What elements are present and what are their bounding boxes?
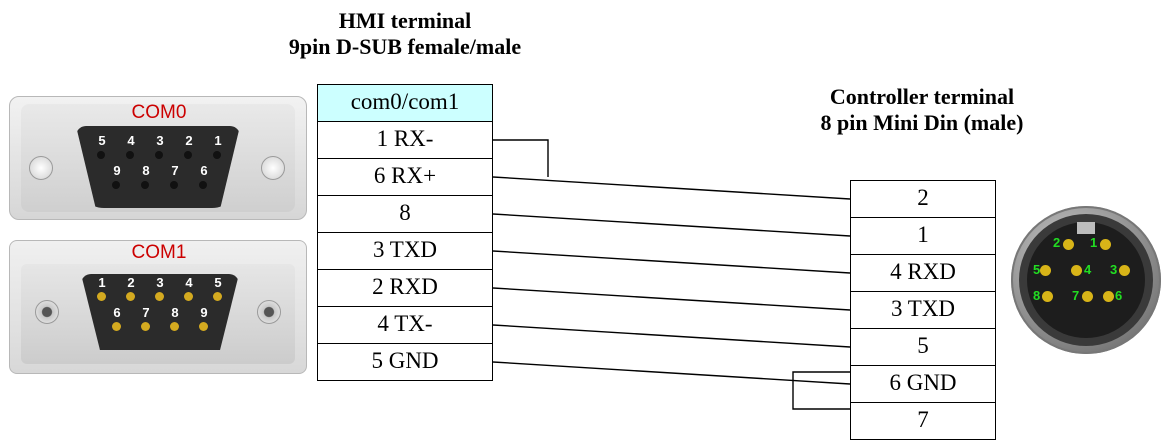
- controller-title-line1: Controller terminal: [829, 84, 1015, 109]
- com0-pin-label: 4: [127, 133, 135, 148]
- com1-pin-label: 4: [185, 275, 193, 290]
- wire-tx-minus-to-5: [492, 324, 851, 348]
- com1-pin: [213, 292, 222, 301]
- minidin-pin-label: 2: [1053, 235, 1061, 250]
- minidin-pin-label: 5: [1033, 262, 1041, 277]
- hmi-pin-cell: 8: [317, 195, 493, 233]
- controller-pin-cell: 2: [850, 180, 996, 218]
- com1-pin: [126, 292, 135, 301]
- minidin-pin: [1119, 265, 1130, 276]
- com0-pin: [112, 181, 120, 189]
- com1-screw-right: [257, 300, 281, 324]
- com1-pin-label: 1: [98, 275, 106, 290]
- com0-pin: [184, 151, 192, 159]
- com1-pin: [112, 322, 121, 331]
- minidin-pin: [1103, 291, 1114, 302]
- com1-pin: [155, 292, 164, 301]
- minidin-pin: [1071, 265, 1082, 276]
- minidin-pin-label: 6: [1115, 288, 1123, 303]
- minidin-pin-label: 8: [1033, 288, 1041, 303]
- com1-pin: [97, 292, 106, 301]
- com0-label: COM0: [131, 102, 187, 123]
- wiring-lines: [492, 139, 851, 410]
- com0-pin-label: 7: [171, 163, 179, 178]
- wire-rx-plus-to-2: [492, 176, 851, 200]
- com0-pin: [97, 151, 105, 159]
- wire-gnd-to-gnd: [492, 361, 851, 385]
- minidin-pin-label: 1: [1090, 235, 1098, 250]
- com1-pin-label: 7: [142, 305, 150, 320]
- com1-pin-label: 5: [214, 275, 222, 290]
- com0-pin-label: 1: [214, 133, 222, 148]
- com0-pin: [213, 151, 221, 159]
- minidin-pin: [1042, 291, 1053, 302]
- wire-gnd-jumper: [792, 371, 850, 410]
- minidin-pin: [1100, 239, 1111, 250]
- com1-pin: [141, 322, 150, 331]
- hmi-pin-cell: 1 RX-: [317, 121, 493, 159]
- com0-pin-label: 5: [98, 133, 106, 148]
- com0-pin: [126, 151, 134, 159]
- com1-pin-label: 2: [127, 275, 135, 290]
- com0-pin: [141, 181, 149, 189]
- hmi-pin-cell: 5 GND: [317, 343, 493, 381]
- com0-pin-label: 6: [200, 163, 208, 178]
- com0-screw-right: [261, 156, 285, 180]
- com1-label: COM1: [131, 242, 187, 263]
- com0-pin: [170, 181, 178, 189]
- com0-pin-label: 9: [113, 163, 121, 178]
- minidin-pin-label: 3: [1110, 262, 1118, 277]
- controller-title-line2: 8 pin Mini Din (male): [820, 110, 1024, 135]
- com0-pin-label: 2: [185, 133, 193, 148]
- minidin-pin: [1082, 291, 1093, 302]
- minidin-pin-label: 4: [1084, 262, 1092, 277]
- wire-8-to-1: [492, 213, 851, 237]
- controller-title: Controller terminal 8 pin Mini Din (male…: [752, 84, 1092, 136]
- com1-pin-label: 3: [156, 275, 164, 290]
- hmi-title: HMI terminal 9pin D-SUB female/male: [220, 8, 590, 60]
- com1-shell: [81, 274, 239, 350]
- wire-rx-jumper: [493, 139, 549, 177]
- controller-pin-cell: 5: [850, 328, 996, 366]
- com0-pin-label: 8: [142, 163, 150, 178]
- com1-pin-label: 6: [113, 305, 121, 320]
- minidin-pin: [1063, 239, 1074, 250]
- minidin-key: [1077, 222, 1095, 234]
- wire-txd-to-rxd: [492, 250, 851, 274]
- com1-screw-left: [35, 300, 59, 324]
- minidin-pin: [1040, 265, 1051, 276]
- hmi-title-line1: HMI terminal: [338, 8, 472, 33]
- com0-connector: COM0 5 4 3 2 1 9 8 7 6: [9, 96, 307, 220]
- com0-pin: [199, 181, 207, 189]
- com0-pin-label: 3: [156, 133, 164, 148]
- com1-pin: [170, 322, 179, 331]
- com0-screw-left: [29, 156, 53, 180]
- minidin-connector: 2 1 5 4 3 8 7 6: [1011, 206, 1161, 354]
- minidin-pin-label: 7: [1072, 288, 1080, 303]
- com0-shell: [76, 126, 240, 208]
- com1-pin: [199, 322, 208, 331]
- wire-rxd-to-txd: [492, 287, 851, 311]
- com1-pin-label: 9: [200, 305, 208, 320]
- hmi-pin-cell: 4 TX-: [317, 306, 493, 344]
- hmi-pin-cell: 3 TXD: [317, 232, 493, 270]
- minidin-face: [1027, 222, 1145, 338]
- hmi-title-line2: 9pin D-SUB female/male: [288, 34, 522, 59]
- controller-pin-cell: 6 GND: [850, 365, 996, 403]
- com1-pin-label: 8: [171, 305, 179, 320]
- controller-pin-cell: 4 RXD: [850, 254, 996, 292]
- com1-connector: COM1 1 2 3 4 5 6 7 8 9: [9, 240, 307, 374]
- controller-pin-cell: 1: [850, 217, 996, 255]
- com0-pin: [155, 151, 163, 159]
- hmi-header-cell: com0/com1: [317, 84, 493, 122]
- com1-pin: [184, 292, 193, 301]
